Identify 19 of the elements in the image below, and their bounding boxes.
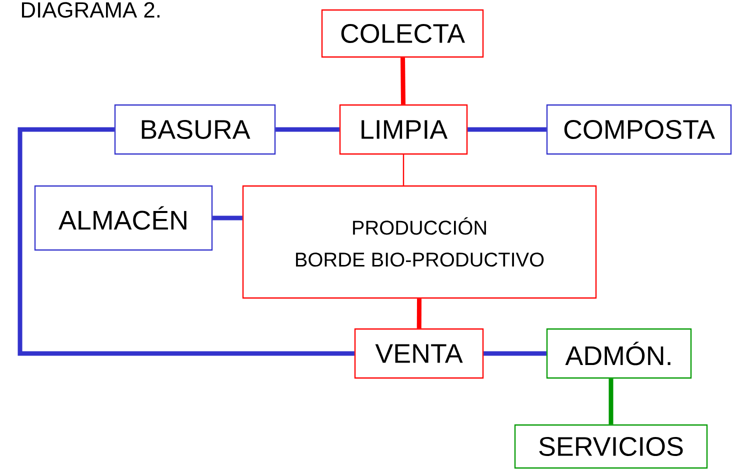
process-box: COMPOSTA (546, 104, 732, 155)
connector-line (416, 298, 422, 328)
connector-line (484, 351, 546, 356)
process-box: COLECTA (321, 9, 484, 58)
process-box: SERVICIOS (514, 424, 708, 469)
process-box: LIMPIA (339, 104, 468, 155)
connector-line (402, 154, 404, 186)
title: DIAGRAMA 2. (22, 2, 160, 18)
connector-line (468, 127, 546, 132)
connector-line (608, 378, 614, 424)
connector-line (276, 127, 340, 132)
process-box: ALMACÉN (34, 185, 213, 251)
connector-line (400, 58, 406, 104)
process-box: PRODUCCIÓN BORDE BIO-PRODUCTIVO (242, 185, 597, 299)
process-box: ADMÓN. (546, 328, 692, 379)
connector-line (18, 127, 354, 356)
connector-line (212, 216, 242, 220)
process-box: BASURA (114, 104, 276, 155)
process-box: VENTA (354, 328, 484, 379)
